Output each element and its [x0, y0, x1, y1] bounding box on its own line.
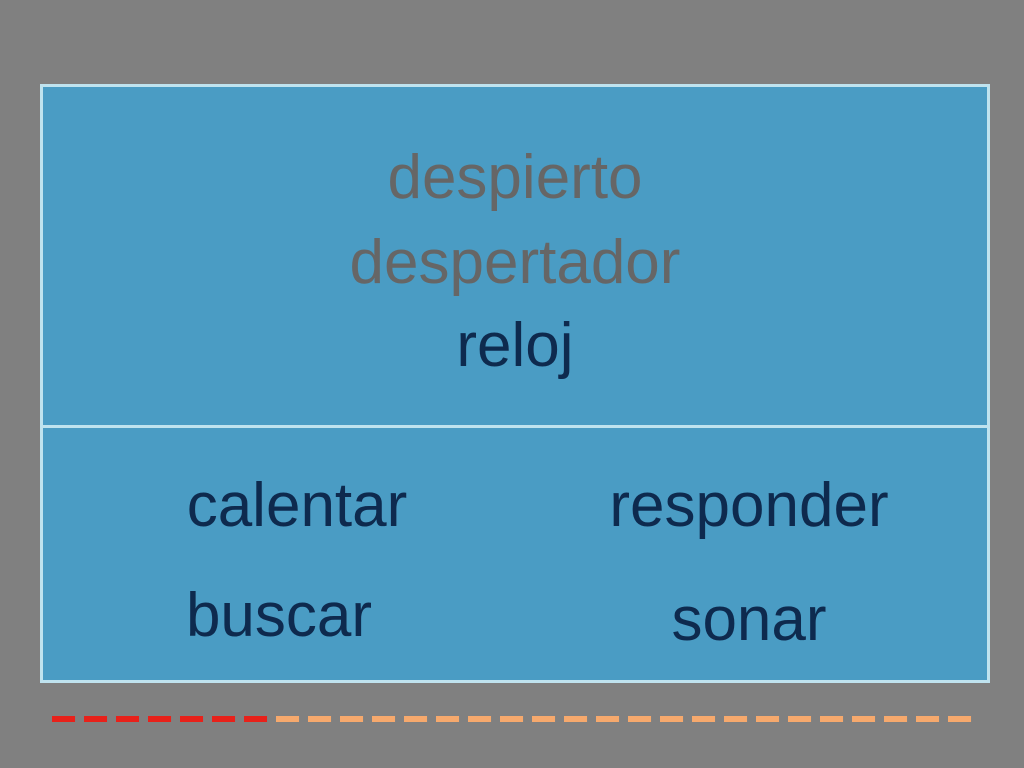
prompt-word-reloj: reloj [456, 311, 574, 380]
progress-segment-remaining [660, 716, 684, 722]
progress-segment-remaining [884, 716, 908, 722]
progress-segment-remaining [404, 716, 428, 722]
progress-segment-completed [52, 716, 76, 722]
progress-segment-completed [84, 716, 108, 722]
progress-segment-remaining [628, 716, 652, 722]
answer-option-buscar[interactable]: buscar [185, 581, 373, 650]
progress-segment-remaining [276, 716, 300, 722]
progress-segment-remaining [820, 716, 844, 722]
progress-segment-completed [116, 716, 140, 722]
prompt-word-despertador: despertador [349, 228, 681, 297]
prompt-word-despierto: despierto [387, 143, 643, 212]
progress-segment-remaining [788, 716, 812, 722]
progress-segment-remaining [340, 716, 364, 722]
progress-segment-completed [212, 716, 236, 722]
answer-option-responder[interactable]: responder [609, 471, 889, 540]
progress-segment-remaining [916, 716, 940, 722]
progress-segment-remaining [564, 716, 588, 722]
progress-segment-remaining [308, 716, 332, 722]
progress-segment-remaining [948, 716, 972, 722]
progress-segment-remaining [436, 716, 460, 722]
progress-segment-remaining [852, 716, 876, 722]
progress-segment-remaining [532, 716, 556, 722]
progress-segment-completed [148, 716, 172, 722]
progress-segment-remaining [756, 716, 780, 722]
progress-segment-remaining [468, 716, 492, 722]
card-divider [43, 425, 987, 428]
answer-option-calentar[interactable]: calentar [186, 471, 408, 540]
progress-segment-remaining [692, 716, 716, 722]
progress-segment-remaining [500, 716, 524, 722]
progress-segment-remaining [724, 716, 748, 722]
answer-option-sonar[interactable]: sonar [671, 585, 827, 654]
progress-segment-remaining [372, 716, 396, 722]
progress-segment-completed [244, 716, 268, 722]
progress-segment-remaining [596, 716, 620, 722]
progress-bar [52, 716, 972, 722]
game-card: despierto despertador reloj calentar res… [40, 84, 990, 683]
progress-segment-completed [180, 716, 204, 722]
